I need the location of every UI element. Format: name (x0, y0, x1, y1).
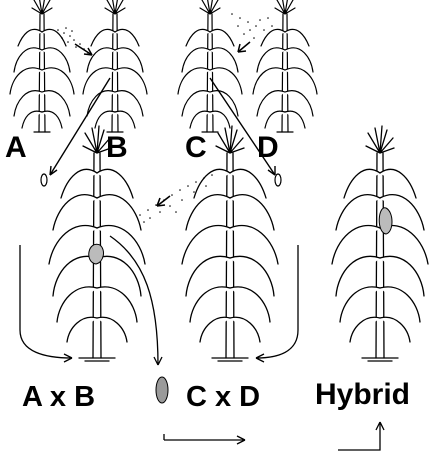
plant-a (10, 0, 74, 132)
hybrid-seed (156, 377, 168, 403)
seed-d (275, 174, 281, 186)
arrow-b-to-seed (50, 78, 110, 175)
plant-b (83, 0, 147, 132)
label-d: D (257, 133, 279, 163)
label-c: C (185, 133, 207, 163)
seed-a (41, 174, 47, 186)
arrow-up-to-hybrid (338, 422, 380, 450)
plant-d (253, 0, 317, 132)
cob-axb (89, 244, 104, 264)
label-cross-cd: C x D (186, 383, 260, 412)
label-hybrid: Hybrid (315, 380, 410, 410)
label-cross-ab: A x B (22, 383, 95, 412)
cob-hybrid (379, 208, 392, 234)
plant-axb (49, 126, 145, 361)
label-b: B (106, 133, 128, 163)
plant-hybrid (332, 126, 428, 361)
label-a: A (5, 133, 27, 163)
